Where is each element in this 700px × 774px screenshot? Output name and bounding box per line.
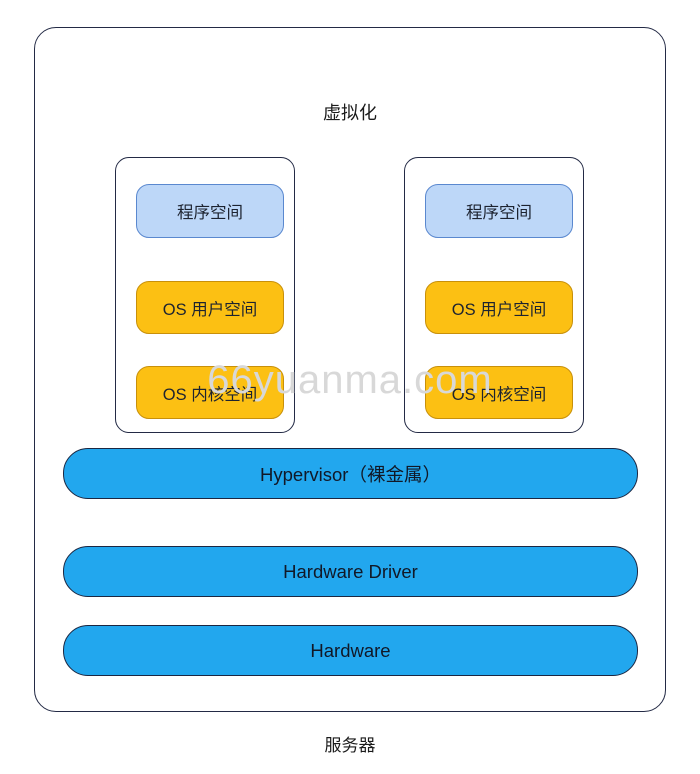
vm-left-app-space-label: 程序空间 xyxy=(177,204,243,222)
hypervisor-label: Hypervisor（裸金属） xyxy=(260,463,441,485)
vm-left-os-user-space-chip: OS 用户空间 xyxy=(136,281,284,334)
vm-right-app-space-chip: 程序空间 xyxy=(425,184,573,238)
vm-right-app-space-label: 程序空间 xyxy=(466,204,532,222)
vm-right-os-user-space-chip: OS 用户空间 xyxy=(425,281,573,334)
hypervisor-bar: Hypervisor（裸金属） xyxy=(63,448,638,499)
vm-left-os-kernel-space-chip: OS 内核空间 xyxy=(136,366,284,419)
vm-box-left: 程序空间 OS 用户空间 OS 内核空间 xyxy=(115,157,295,433)
vm-left-os-user-space-label: OS 用户空间 xyxy=(162,300,258,319)
vm-right-os-user-space-label: OS 用户空间 xyxy=(451,300,547,319)
hardware-driver-label: Hardware Driver xyxy=(283,560,418,582)
server-caption: 服务器 xyxy=(324,736,376,755)
vm-left-app-space-chip: 程序空间 xyxy=(136,184,284,238)
hardware-bar: Hardware xyxy=(63,625,638,676)
hardware-label: Hardware xyxy=(310,639,391,661)
hardware-driver-bar: Hardware Driver xyxy=(63,546,638,597)
vm-right-os-kernel-space-chip: OS 内核空间 xyxy=(425,366,573,419)
vm-left-os-kernel-space-label: OS 内核空间 xyxy=(162,385,258,404)
vm-right-os-kernel-space-label: OS 内核空间 xyxy=(451,385,547,404)
vm-box-right: 程序空间 OS 用户空间 OS 内核空间 xyxy=(404,157,584,433)
virtualization-title: 虚拟化 xyxy=(323,103,377,123)
